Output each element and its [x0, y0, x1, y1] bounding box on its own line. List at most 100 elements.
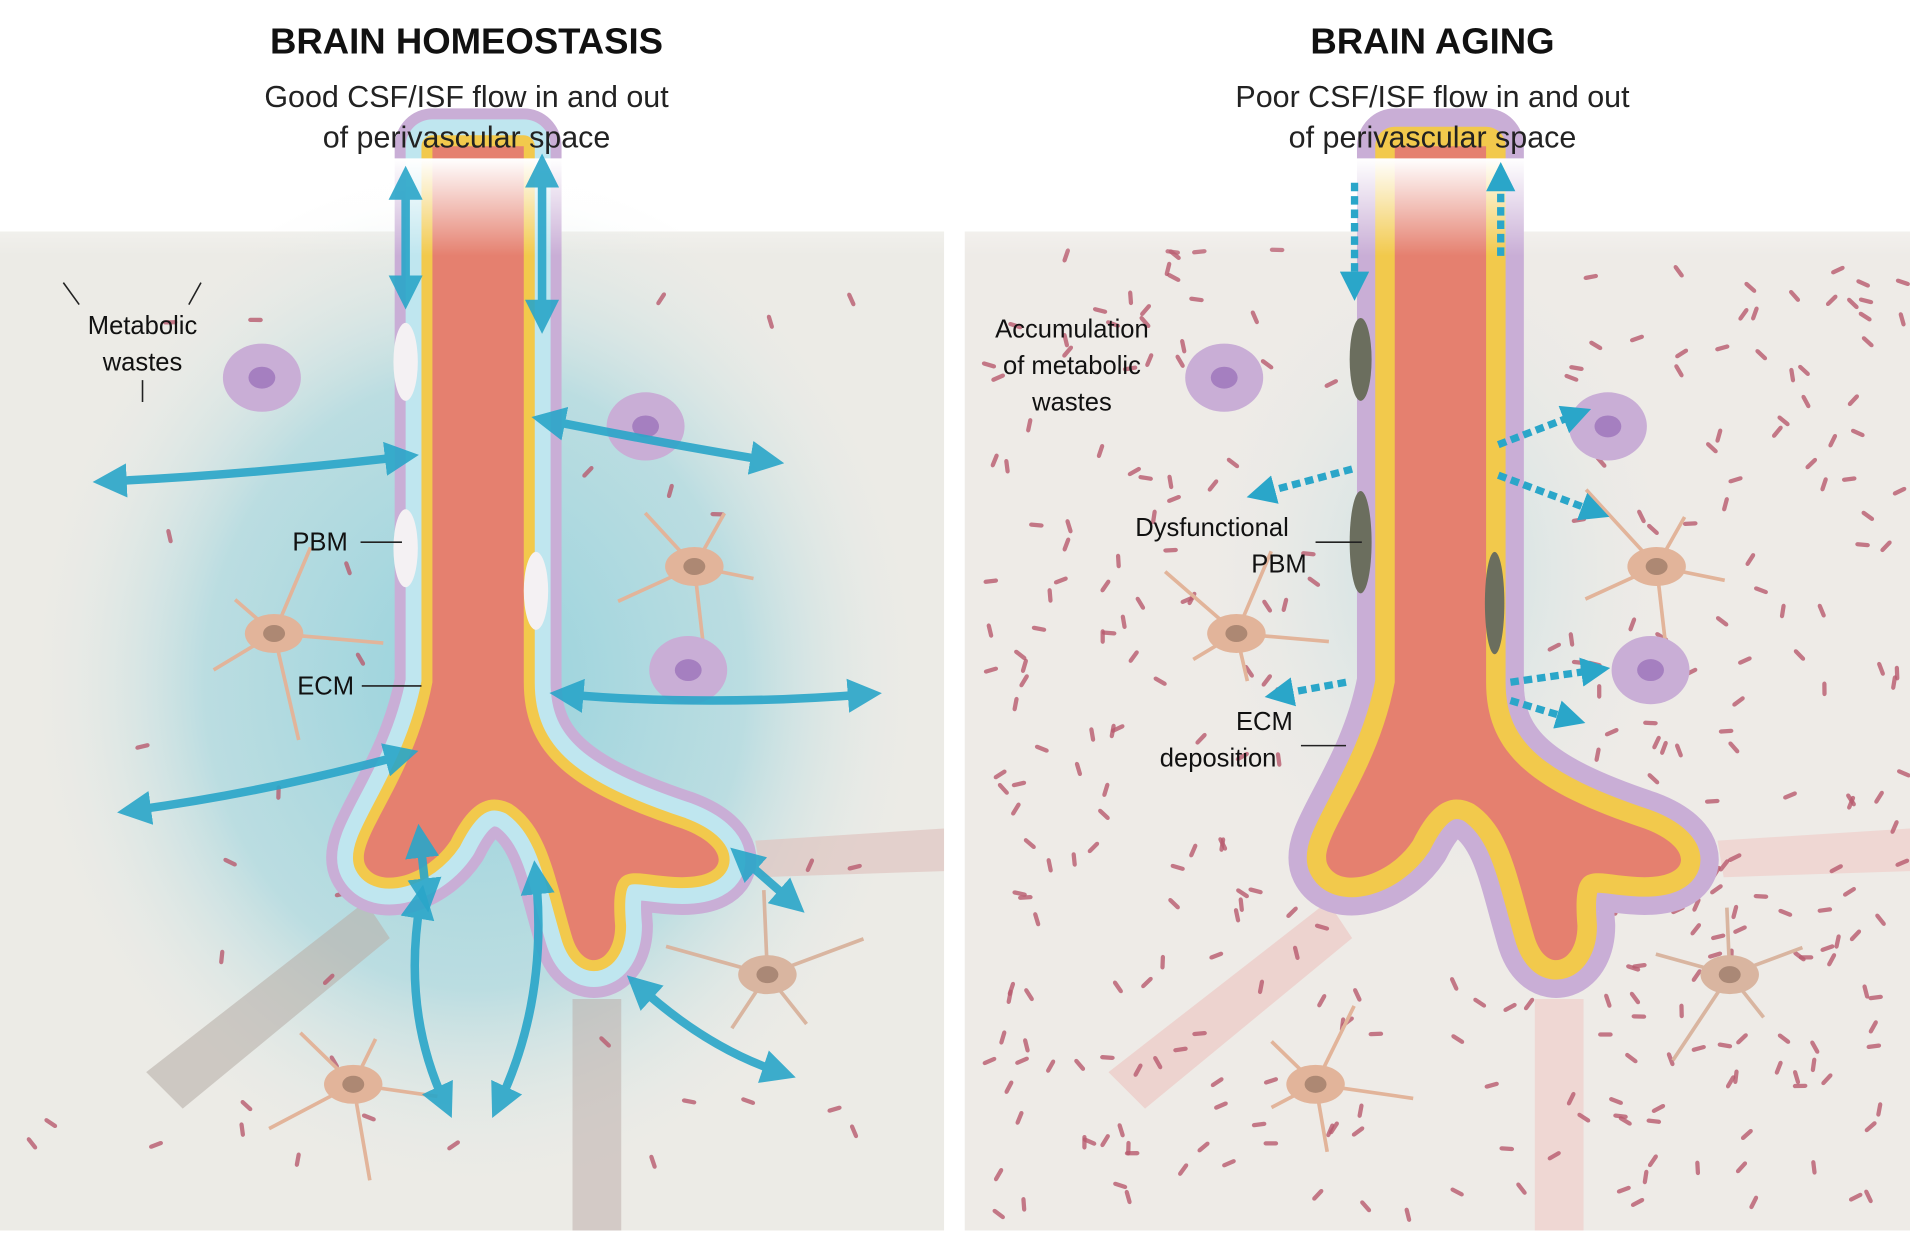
waste-particle: [1868, 994, 1883, 1001]
waste-particle: [847, 292, 856, 307]
waste-particle: [1798, 364, 1810, 376]
waste-particle: [1771, 425, 1783, 438]
waste-particle: [1647, 1154, 1658, 1168]
waste-particle: [1745, 553, 1756, 566]
waste-particle: [1690, 923, 1702, 936]
waste-particle: [993, 769, 1007, 780]
waste-particle: [162, 320, 178, 325]
flow-arrow: [730, 847, 805, 913]
waste-particle: [1609, 1097, 1623, 1105]
waste-particle: [1449, 977, 1459, 991]
waste-particle: [1138, 475, 1153, 481]
waste-particle: [1793, 649, 1806, 661]
label-ecm: ECM: [1236, 708, 1293, 736]
waste-particle: [1718, 859, 1730, 872]
waste-particle: [361, 1113, 376, 1122]
waste-particle: [1065, 519, 1073, 534]
waste-particle: [1062, 537, 1071, 552]
waste-particle: [599, 1036, 611, 1048]
waste-particle: [1238, 897, 1244, 912]
waste-particle: [219, 949, 225, 965]
waste-particle: [1170, 863, 1185, 871]
neuron-nucleus: [263, 625, 286, 643]
waste-particle: [1145, 353, 1154, 367]
waste-particle: [1209, 951, 1224, 960]
waste-particle: [1651, 1103, 1666, 1113]
waste-particle: [1660, 740, 1668, 755]
waste-particle: [1260, 359, 1274, 370]
waste-particle: [1019, 674, 1029, 688]
waste-particle: [1167, 272, 1181, 282]
waste-particle: [986, 623, 994, 638]
waste-particle: [1642, 1169, 1649, 1185]
waste-particle: [1727, 853, 1742, 863]
left-title: BRAIN HOMEOSTASIS: [270, 21, 663, 62]
waste-particle: [166, 528, 173, 544]
impaired-flow-arrow: [1509, 657, 1611, 687]
waste-particle: [1728, 741, 1740, 754]
waste-particle: [1062, 345, 1074, 358]
leader-lines: [62, 282, 202, 403]
waste-particle: [656, 292, 667, 306]
waste-particle: [1324, 379, 1339, 388]
astrocyte-nucleus: [674, 659, 702, 682]
waste-particle: [294, 1152, 301, 1167]
waste-particle: [1082, 1134, 1087, 1150]
neuron-nucleus: [1304, 1075, 1327, 1093]
waste-particle: [1226, 457, 1240, 469]
waste-particle: [1106, 320, 1121, 328]
waste-particle: [999, 1030, 1007, 1045]
waste-particle: [1164, 261, 1172, 277]
waste-particle: [149, 1140, 163, 1149]
waste-particle: [1210, 1077, 1224, 1088]
left-subtitle-line1: Good CSF/ISF flow in and out: [264, 80, 669, 114]
waste-particle: [1722, 497, 1729, 512]
waste-particle: [1858, 311, 1872, 322]
waste-particle: [993, 1168, 1004, 1182]
flow-arrow: [626, 975, 796, 1083]
waste-particle: [1033, 912, 1041, 927]
flow-arrow: [491, 860, 555, 1119]
waste-particle: [1124, 1189, 1132, 1205]
waste-particle: [1153, 676, 1167, 686]
waste-particle: [1235, 751, 1249, 762]
waste-particle: [1564, 373, 1579, 382]
waste-particle: [1128, 650, 1139, 663]
waste-particle: [1250, 310, 1259, 325]
top-fade: [0, 158, 1910, 256]
waste-particle: [1895, 858, 1910, 867]
waste-particle: [1631, 1014, 1647, 1019]
waste-particle: [827, 1105, 842, 1113]
flow-arrow: [117, 743, 419, 825]
waste-particle: [1825, 294, 1838, 307]
waste-particle: [649, 1154, 657, 1169]
waste-particle: [1589, 340, 1603, 351]
waste-particle: [1404, 1207, 1412, 1222]
waste-particle: [1317, 994, 1327, 1008]
waste-particle: [1062, 333, 1070, 348]
right-title: BRAIN AGING: [1310, 21, 1554, 62]
waste-particle: [1613, 1113, 1628, 1119]
waste-particle: [1008, 321, 1023, 330]
waste-particle: [1357, 1103, 1364, 1118]
waste-particle: [1115, 553, 1121, 569]
waste-particle: [1168, 898, 1180, 910]
waste-particle: [1151, 509, 1157, 525]
waste-particle: [1089, 727, 1096, 742]
waste-particle: [1275, 752, 1282, 767]
waste-particle: [1189, 843, 1198, 858]
waste-particle: [1616, 1185, 1631, 1194]
waste-particle: [1175, 354, 1185, 368]
waste-particle: [1503, 1002, 1517, 1012]
waste-particle: [1233, 908, 1241, 923]
label-ecm: ECM: [297, 672, 354, 700]
waste-particle: [1074, 1058, 1086, 1071]
waste-particle: [1890, 820, 1899, 834]
waste-particle: [1828, 433, 1838, 448]
label-pbm: PBM: [292, 529, 347, 557]
waste-particle: [1704, 798, 1720, 804]
waste-particle: [1891, 675, 1897, 690]
waste-particle: [1843, 887, 1856, 897]
waste-particle: [1695, 1160, 1701, 1176]
waste-particle: [344, 561, 352, 576]
